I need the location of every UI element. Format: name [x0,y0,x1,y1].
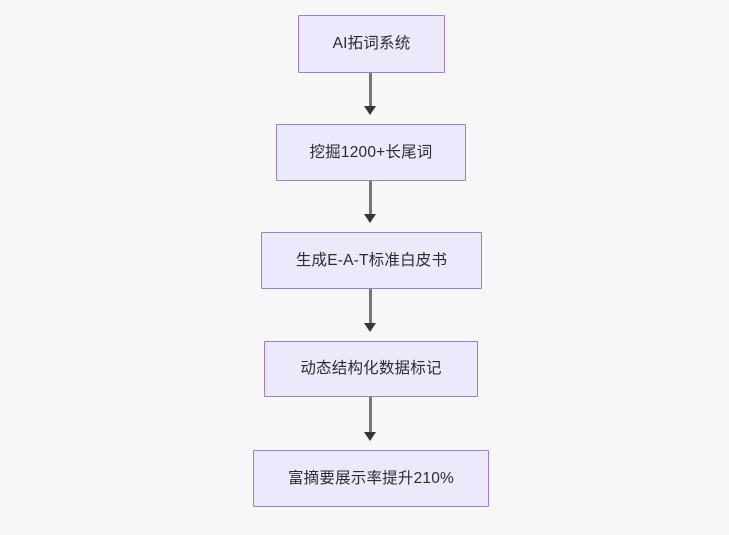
flow-node-label: 动态结构化数据标记 [300,360,442,378]
flow-node-label: 富摘要展示率提升210% [287,469,455,487]
arrowhead-icon [364,432,376,441]
flow-node-rich-snippet-result[interactable]: 富摘要展示率提升210% [253,450,489,507]
flow-node-ai-keyword-system[interactable]: AI拓词系统 [298,15,445,73]
arrowhead-icon [364,214,376,223]
flow-node-label: 挖掘1200+长尾词 [309,143,433,161]
flow-node-longtail-keywords[interactable]: 挖掘1200+长尾词 [276,124,466,181]
flow-connector-n2-n3 [369,181,372,216]
arrowhead-icon [364,323,376,332]
arrowhead-icon [364,106,376,115]
flow-connector-n4-n5 [369,397,372,434]
flow-node-structured-data-markup[interactable]: 动态结构化数据标记 [264,341,478,397]
flow-connector-n3-n4 [369,289,372,325]
flow-node-label: AI拓词系统 [332,35,411,53]
flow-node-eat-whitepaper[interactable]: 生成E-A-T标准白皮书 [261,232,482,289]
flow-node-label: 生成E-A-T标准白皮书 [295,251,448,269]
flow-connector-n1-n2 [369,73,372,108]
